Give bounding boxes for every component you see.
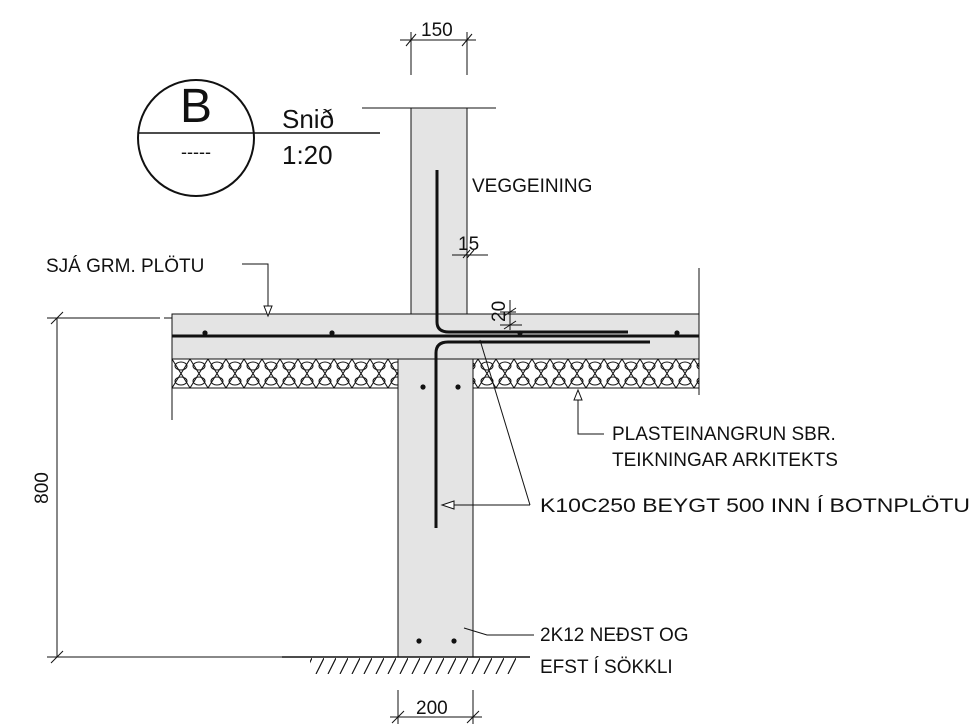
- dim-wall-width: 150: [421, 20, 453, 41]
- label-insulation-1: PLASTEINANGRUN SBR.: [612, 424, 836, 445]
- rebar-dot: [420, 384, 426, 390]
- wall-element: [410, 107, 468, 315]
- ground-hatch: [310, 658, 518, 674]
- rebar-dot: [517, 330, 523, 336]
- dim-footing-width: 200: [416, 698, 448, 719]
- rebar-dot: [455, 384, 461, 390]
- rebar-dot: [202, 330, 208, 336]
- insulation: [171, 358, 700, 389]
- rebar-dot: [416, 638, 422, 644]
- ground: [282, 656, 530, 674]
- reinforcement: [172, 170, 699, 528]
- rebar-dot: [451, 638, 457, 644]
- insulation-left: [171, 358, 399, 389]
- dim-cover-top: 15: [458, 234, 479, 255]
- label-rebar-footing-1: 2K12 NEÐST OG: [540, 625, 689, 646]
- rebar-dot: [674, 330, 680, 336]
- section-marker-sheet: -----: [181, 142, 211, 162]
- section-title: Snið: [282, 104, 334, 134]
- label-rebar-footing-2: EFST Í SÖKKLI: [540, 657, 673, 678]
- section-marker: B ----- Snið 1:20: [137, 79, 380, 197]
- section-scale: 1:20: [282, 140, 333, 170]
- leader-rebar-slab: [479, 339, 531, 506]
- label-wall: VEGGEINING: [472, 176, 592, 197]
- leader-footing-rebar: [463, 627, 534, 636]
- leaders: [242, 263, 604, 636]
- label-rebar-bent: K10C250 BEYGT 500 INN Í BOTNPLÖTU: [540, 496, 970, 517]
- section-marker-circle: [137, 79, 255, 197]
- leader-insulation: [577, 398, 604, 435]
- insulation-right: [472, 358, 700, 389]
- footing-rebar: [434, 340, 650, 528]
- wall-rebar: [435, 170, 628, 334]
- rebar-dot: [329, 330, 335, 336]
- label-slab-ref: SJÁ GRM. PLÖTU: [46, 256, 204, 277]
- dim-cover-slab: 20: [489, 301, 510, 322]
- section-marker-letter: B: [180, 80, 212, 133]
- rebar-dots: [202, 330, 680, 644]
- leader-slab-ref: [242, 263, 269, 306]
- dimensions: [47, 32, 522, 724]
- label-insulation-2: TEIKNINGAR ARKITEKTS: [612, 450, 838, 471]
- dim-footing-height: 800: [32, 472, 53, 504]
